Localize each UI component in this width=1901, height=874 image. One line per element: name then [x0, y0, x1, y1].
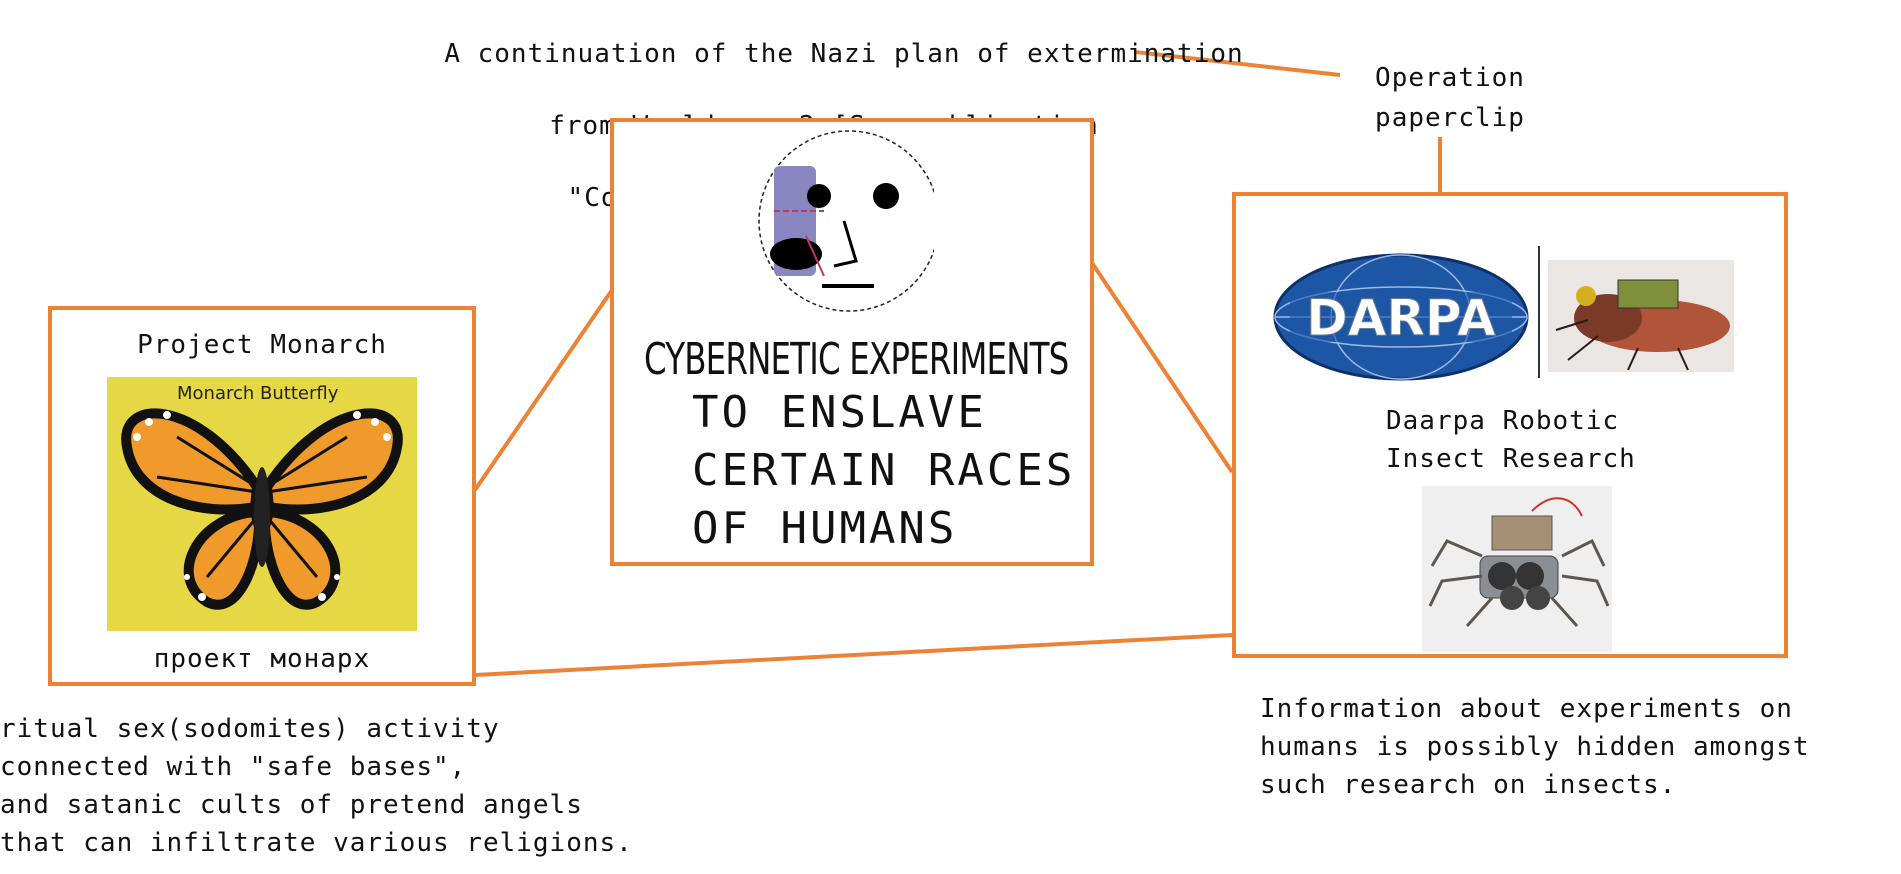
right-note: Information about experiments on humans … — [1260, 694, 1810, 800]
darpa-logo: DARPA — [1273, 253, 1529, 381]
monarch-butterfly-image: Monarch Butterfly — [107, 377, 417, 631]
darpa-box: DARPA Daarpa Robotic Insect Research — [1232, 192, 1788, 658]
monarch-box: Project Monarch Monarch Butterfly — [48, 306, 476, 686]
connector-center-to-darpa — [1088, 258, 1234, 474]
darpa-label: Daarpa Robotic Insect Research — [1386, 406, 1636, 474]
top-note-line1: A continuation of the Nazi plan of exter… — [444, 39, 1244, 69]
face-logo-icon — [758, 130, 934, 312]
cyborg-cockroach-image — [1548, 260, 1734, 372]
connector-center-to-monarch — [473, 288, 614, 492]
connector-note-to-paperclip — [1134, 50, 1341, 77]
center-heading: CYBERNETIC EXPERIMENTS — [644, 334, 1069, 385]
logo-divider — [1538, 246, 1540, 378]
center-box: CYBERNETIC EXPERIMENTS TO ENSLAVE CERTAI… — [610, 118, 1094, 566]
robot-insect-image — [1422, 486, 1612, 652]
connector-monarch-to-darpa — [474, 633, 1233, 677]
monarch-subtitle: проект монарх — [153, 644, 371, 674]
center-line-3: OF HUMANS — [692, 503, 958, 554]
butterfly-icon — [121, 408, 403, 610]
left-note: ritual sex(sodomites) activity connected… — [0, 714, 633, 858]
monarch-title: Project Monarch — [137, 330, 387, 360]
paperclip-label: Operation paperclip — [1375, 63, 1525, 133]
monarch-image-caption: Monarch Butterfly — [177, 383, 339, 404]
darpa-logo-text: DARPA — [1306, 289, 1496, 347]
center-line-1: TO ENSLAVE — [692, 387, 987, 438]
center-line-2: CERTAIN RACES — [692, 445, 1076, 496]
